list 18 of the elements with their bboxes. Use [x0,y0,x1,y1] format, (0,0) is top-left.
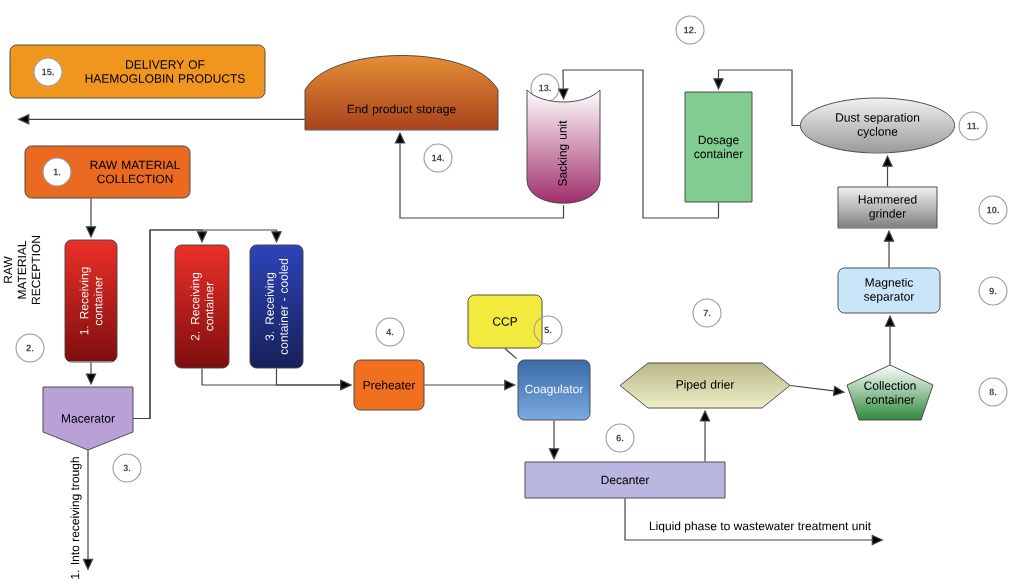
process-box: 1. Receiving container [64,239,118,363]
process-box: Decanter [524,461,726,499]
process-box: 3. Receiving container - cooled [249,244,304,369]
section-label: RAW MATERIAL RECEPTION [3,235,41,304]
container-pentagon: Collection container [846,364,934,421]
drier-hexagon: Piped drier [619,362,791,409]
arrow [132,229,282,420]
storage-tank: End product storage [304,55,499,131]
process-box: Dosage container [684,91,753,203]
edge-label: 1. Into receiving trough [69,455,83,581]
arrow [713,69,801,127]
edge-label: Liquid phase to wastewater treatment unit [647,520,873,534]
process-box: 2. Receiving container [174,244,230,369]
process-box: Magnetic separator [837,267,941,314]
process-box: CCP [467,294,543,349]
process-box: Preheater [353,359,425,411]
process-box: Coagulator [517,359,591,421]
process-box: Hammered grinder [837,186,938,229]
